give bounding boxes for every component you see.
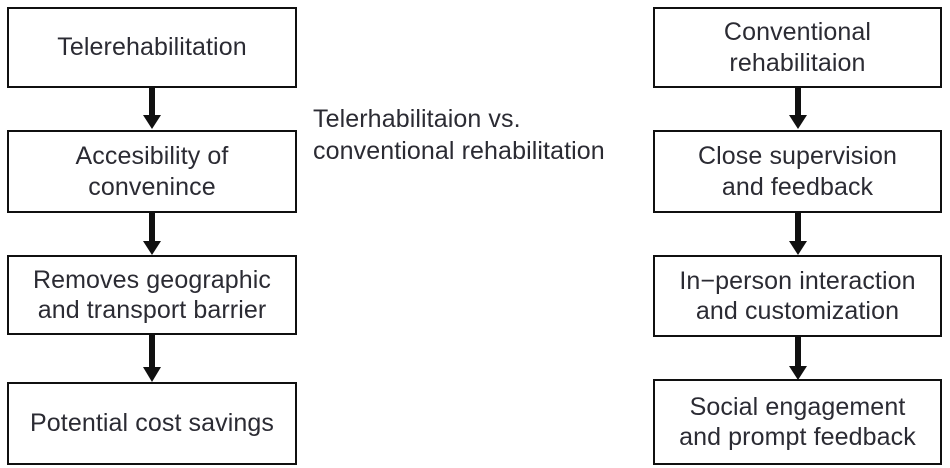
down-arrow-icon [143, 213, 161, 255]
node-label: Close supervision and feedback [697, 142, 897, 201]
node-label: Accesibility of convenince [75, 142, 229, 201]
node-label: Telerehabilitation [57, 33, 247, 62]
down-arrow-icon [143, 335, 161, 382]
node-accesibility-of-convenince[interactable]: Accesibility of convenince [7, 130, 297, 213]
down-arrow-icon [789, 213, 807, 255]
node-label: Potential cost savings [30, 409, 274, 438]
node-label: Conventional rehabilitaion [723, 18, 872, 77]
down-arrow-icon [143, 88, 161, 129]
down-arrow-icon [789, 88, 807, 129]
down-arrow-icon [789, 337, 807, 380]
node-potential-cost-savings[interactable]: Potential cost savings [7, 382, 297, 465]
node-in-person-interaction-and-customization[interactable]: In−person interaction and customization [653, 255, 942, 337]
node-telerehabilitation[interactable]: Telerehabilitation [7, 7, 297, 88]
node-label: Removes geographic and transport barrier [32, 265, 272, 325]
node-conventional-rehabilitaion[interactable]: Conventional rehabilitaion [653, 7, 942, 88]
center-comparison-label: Telerhabilitaion vs. conventional rehabi… [313, 105, 605, 165]
node-social-engagement-and-prompt-feedback[interactable]: Social engagement and prompt feedback [653, 379, 942, 465]
node-label: In−person interaction and customization [679, 266, 916, 326]
node-close-supervision-and-feedback[interactable]: Close supervision and feedback [653, 130, 942, 213]
node-removes-geographic-and-transport-barrier[interactable]: Removes geographic and transport barrier [7, 255, 297, 335]
node-label: Social engagement and prompt feedback [679, 392, 916, 452]
